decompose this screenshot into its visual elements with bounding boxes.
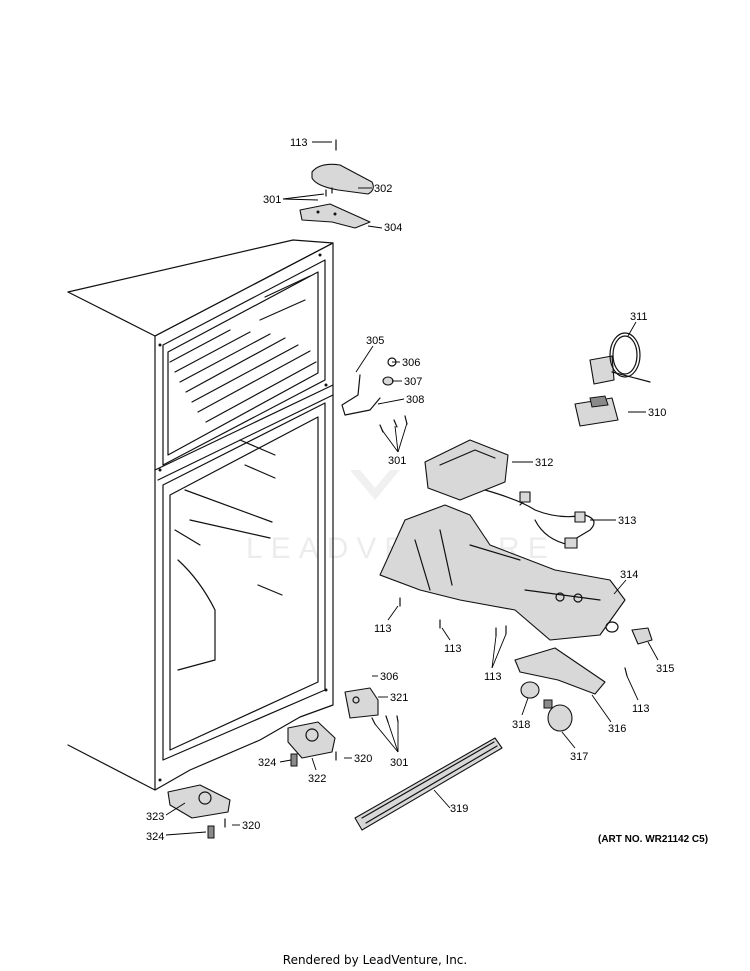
bottom-hinge-right [287,721,336,759]
mullion-bracket [341,357,397,416]
light-bulb [543,699,573,732]
callout-324: 324 [258,757,276,769]
screws [371,415,628,725]
callout-113: 113 [290,137,308,149]
callout-310: 310 [648,407,666,419]
callout-320: 320 [242,820,260,832]
callout-313: 313 [618,515,636,527]
control-knob [631,627,653,645]
callout-305: 305 [366,335,384,347]
light-shield [514,647,606,695]
callout-323: 323 [146,811,164,823]
callout-317: 317 [570,751,588,763]
leader-lines [165,141,659,836]
callout-113: 113 [374,623,392,635]
footer-credit: Rendered by LeadVenture, Inc. [282,953,468,967]
light-shield-box [424,439,509,501]
toe-grille [354,737,503,831]
callout-302: 302 [374,183,392,195]
hinge-screws-top [325,139,337,197]
top-hinge [299,203,371,229]
callout-113: 113 [632,703,650,715]
callout-113: 113 [444,643,462,655]
callout-321: 321 [390,692,408,704]
callout-322: 322 [308,773,326,785]
callout-311: 311 [630,311,648,323]
art-number: (ART NO. WR21142 C5) [598,834,709,845]
center-hinge [344,687,379,719]
callout-315: 315 [656,663,674,675]
callout-304: 304 [384,222,402,234]
callout-312: 312 [535,457,553,469]
control-housing [379,504,626,641]
callout-314: 314 [620,569,638,581]
callout-301: 301 [388,455,406,467]
top-hinge-cover [311,163,374,195]
callout-308: 308 [406,394,424,406]
callout-306: 306 [380,671,398,683]
callout-316: 316 [608,723,626,735]
control-housing-switch [574,395,619,427]
wire-harness [484,489,595,549]
hinge-pins [207,751,337,839]
cold-control-thermostat [589,332,651,385]
light-socket [520,681,540,699]
callout-319: 319 [450,803,468,815]
callout-301: 301 [390,757,408,769]
callout-307: 307 [404,376,422,388]
callout-320: 320 [354,753,372,765]
callout-113: 113 [484,671,502,683]
callout-306: 306 [402,357,420,369]
callout-324: 324 [146,831,164,843]
callout-labels: 113 302 301 304 305 306 307 308 301 311 … [146,137,674,843]
callout-301: 301 [263,194,281,206]
refrigerator-cabinet [67,239,334,791]
callout-318: 318 [512,719,530,731]
bottom-hinge-left [167,784,231,819]
